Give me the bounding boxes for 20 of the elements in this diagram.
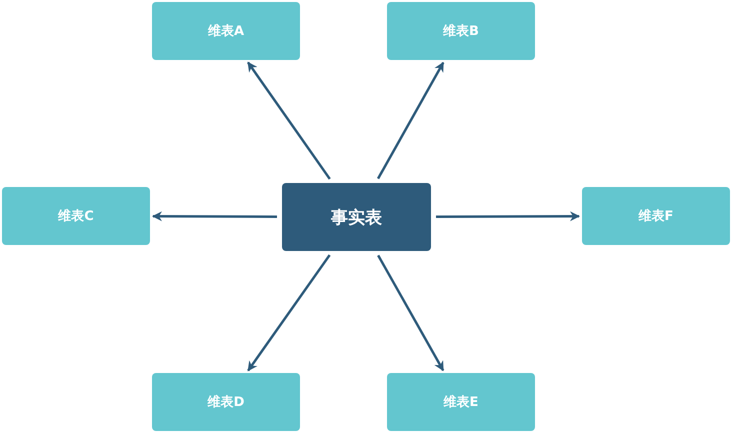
- arrow: [377, 254, 444, 372]
- arrow: [247, 254, 331, 372]
- dimension-table-box: [152, 373, 300, 431]
- dimension-table-box: [2, 187, 150, 245]
- node-label: 维表E: [444, 394, 478, 411]
- arrow: [247, 62, 331, 180]
- node-label: 维表C: [58, 208, 94, 225]
- dimension-table-box: [582, 187, 730, 245]
- dimension-table-box: [387, 2, 535, 60]
- node-label: 事实表: [331, 206, 382, 228]
- dimension-table-box: [152, 2, 300, 60]
- dimension-table-box: [387, 373, 535, 431]
- node-label: 维表A: [208, 22, 244, 40]
- arrow: [152, 211, 277, 222]
- arrow: [436, 211, 580, 222]
- arrow: [376, 62, 444, 180]
- node-label: 维表D: [208, 394, 244, 411]
- node-label: 维表B: [443, 22, 479, 40]
- node-label: 维表F: [638, 208, 674, 225]
- fact-table-box: [282, 183, 431, 251]
